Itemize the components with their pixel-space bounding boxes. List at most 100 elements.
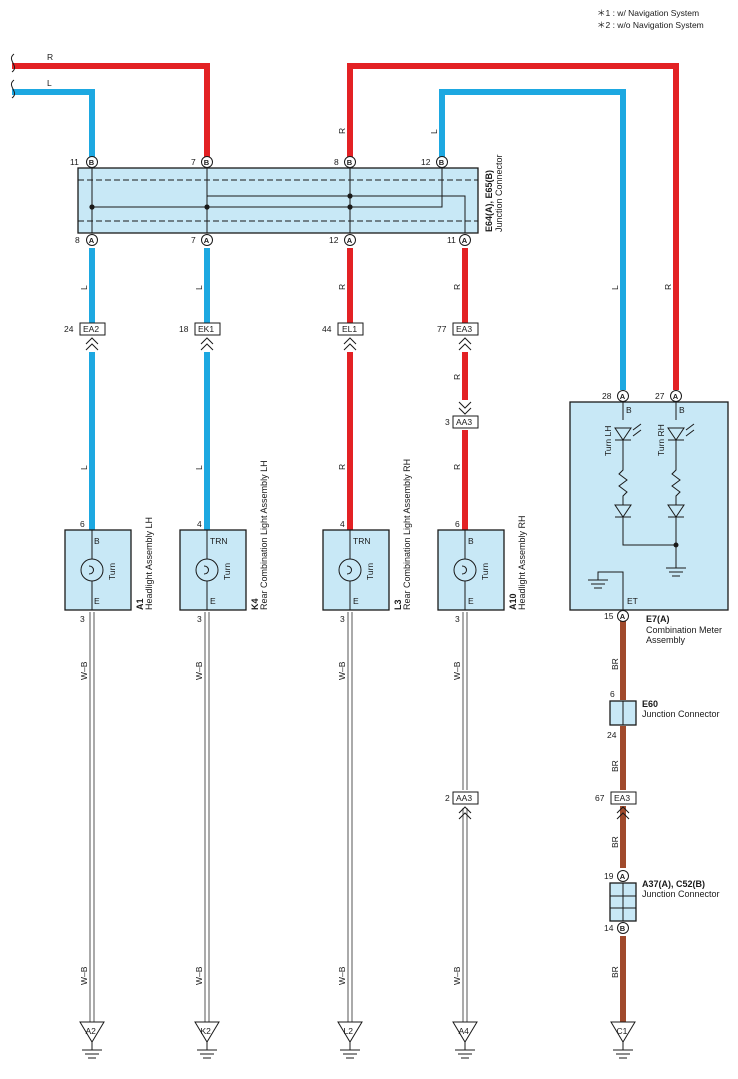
lamp-k4 [179,529,247,611]
pin-num-jt-4: 12 [421,157,431,167]
wire-label-d3a: R [337,284,347,290]
svg-text:B: B [204,158,210,167]
pin-num-jt-2: 7 [191,157,196,167]
connector-el1: EL1 [337,322,364,351]
wire-label-loop-blue: L [429,129,439,134]
junction-top-desc: Junction Connector [494,154,504,232]
pin-a37-top: A [617,870,629,882]
pin-jb-3: A [344,234,356,246]
pin-jt-1: B [86,156,98,168]
wire-label-top-blue: L [47,78,52,88]
meter-code: E7(A) [646,614,670,624]
pin-meter-lh: A [617,390,629,402]
wire-label-wb-2a: W–B [194,661,204,680]
svg-text:A2: A2 [86,1026,97,1036]
connector-ek1-pin: 18 [179,324,189,334]
junction-a37-c52 [609,882,637,922]
meter-rh-label: B [679,405,685,415]
svg-text:EA3: EA3 [456,324,472,334]
wire-label-wb-3a: W–B [337,661,347,680]
a37-name: A37(A), C52(B) [642,879,705,889]
note-1: ＊1 : w/ Navigation System [597,8,699,18]
lamp-l3-func: Turn [365,563,375,580]
wire-label-br-3: BR [610,836,620,848]
pin-num-meter-rh: 27 [655,391,665,401]
connector-aa3-bottom-pin: 2 [445,793,450,803]
pin-a37-bottom: B [617,922,629,934]
meter-desc-1: Combination Meter [646,625,722,635]
wire-label-d1b: L [79,465,89,470]
ground-k2: K2 [194,1021,220,1059]
lamp-a1-func: Turn [107,563,117,580]
svg-text:A: A [673,392,679,401]
lamp-l3-top-pin: 4 [340,519,345,529]
wire-label-d3b: R [337,464,347,470]
connector-aa3-bottom: AA3 [452,791,479,820]
lamp-k4-code: K4 [250,598,260,610]
pin-num-a37-bottom: 14 [604,923,614,933]
e60-pin-bottom: 24 [607,730,617,740]
pin-num-meter-ground: 15 [604,611,614,621]
lamp-a1-desc: Headlight Assembly LH [144,517,154,610]
wire-label-wb-3b: W–B [337,966,347,985]
pin-num-jt-3: 8 [334,157,339,167]
wire-blue-loop [439,89,626,390]
ground-c1: C1 [610,1021,636,1059]
wire-label-meter-red: R [663,284,673,290]
connector-aa3-top-pin: 3 [445,417,450,427]
svg-text:A: A [204,236,210,245]
svg-text:A: A [620,872,626,881]
combination-meter [569,401,729,611]
connector-ea2: EA2 [79,322,106,351]
wire-label-br-2: BR [610,760,620,772]
pin-num-jb-1: 8 [75,235,80,245]
ground-a4: A4 [452,1021,478,1059]
svg-text:A: A [620,392,626,401]
meter-ground-label: ET [627,596,638,606]
lamp-l3-top-label: TRN [353,536,370,546]
lamp-l3-bottom-pin: 3 [340,614,345,624]
pin-jb-1: A [86,234,98,246]
svg-text:B: B [439,158,445,167]
svg-text:EL1: EL1 [342,324,357,334]
lamp-a10-func: Turn [480,563,490,580]
connector-ea3-bottom-pin: 67 [595,793,605,803]
junction-e60 [609,700,637,726]
svg-text:K2: K2 [201,1026,212,1036]
svg-text:EA3: EA3 [614,793,630,803]
wire-label-d4b: R [452,374,462,380]
pin-num-jb-4: 11 [447,235,456,245]
pin-num-meter-lh: 28 [602,391,612,401]
pin-meter-rh: A [670,390,682,402]
svg-text:A: A [620,612,626,621]
svg-text:EA2: EA2 [83,324,99,334]
wire-label-d4c: R [452,464,462,470]
junction-connector-e64-e65 [77,167,479,234]
wire-red-loop [347,63,679,390]
svg-text:L2: L2 [344,1026,354,1036]
wire-label-wb-1a: W–B [79,661,89,680]
meter-lamp-rh: Turn RH [656,424,666,456]
connector-aa3-top: AA3 [452,401,479,429]
wire-label-loop-red: R [337,128,347,134]
ground-a2: A2 [79,1021,105,1059]
svg-text:AA3: AA3 [456,793,472,803]
lamp-a10-desc: Headlight Assembly RH [517,515,527,610]
wire-blue-top-left [12,89,95,158]
e60-name: E60 [642,699,658,709]
lamp-a1 [64,529,132,611]
connector-el1-pin: 44 [322,324,332,334]
wire-label-br-1: BR [610,658,620,670]
wire-label-d2b: L [194,465,204,470]
lamp-l3-code: L3 [393,599,403,610]
pin-num-a37-top: 19 [604,871,614,881]
lamp-l3 [322,529,390,611]
lamp-a10-top-label: B [468,536,474,546]
lamp-k4-desc: Rear Combination Light Assembly LH [259,460,269,610]
wire-break-symbol [10,53,16,99]
pin-num-jb-2: 7 [191,235,196,245]
lamp-a10-top-pin: 6 [455,519,460,529]
svg-text:C1: C1 [617,1026,628,1036]
wire-label-br-4: BR [610,966,620,978]
wire-label-wb-4a: W–B [452,661,462,680]
